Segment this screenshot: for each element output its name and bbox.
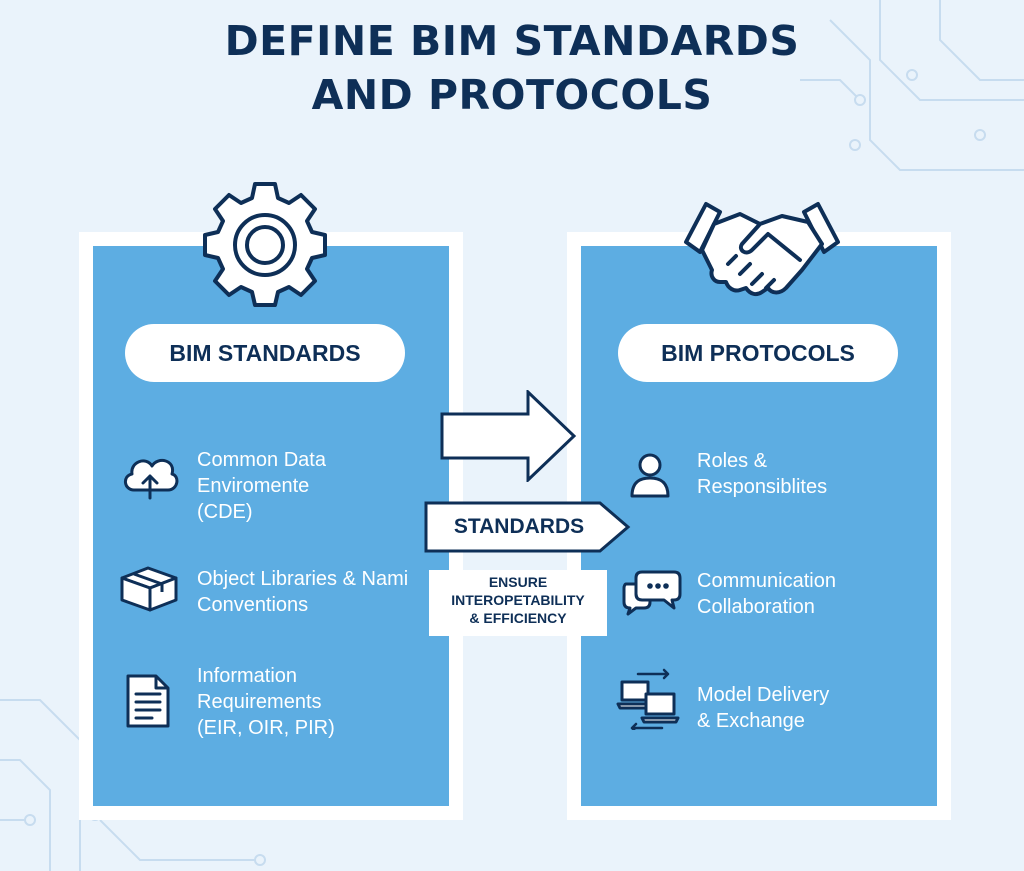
cde-line-1: Common Data	[197, 449, 326, 471]
standards-arrow-label: STANDARDS	[453, 515, 585, 538]
roles-line-2: Responsiblites	[697, 476, 828, 498]
information-requirements-item: Information Requirements (EIR, OIR, PIR)	[197, 663, 335, 741]
information-requirements-line-1: Information	[197, 665, 298, 687]
interoperability-note: ENSURE INTEROPETABILITY & EFFICIENCY	[429, 570, 607, 636]
title-line-1: DEFINE BIM STANDARDS	[224, 17, 800, 65]
page-title: DEFINE BIM STANDARDS AND PROTOCOLS	[0, 14, 1024, 122]
information-requirements-line-2: Requirements	[197, 691, 322, 713]
note-line-2: INTEROPETABILITY	[451, 592, 585, 608]
model-delivery-line-1: Model Delivery	[697, 684, 830, 706]
standards-arrow-shape	[424, 501, 631, 553]
object-libraries-item: Object Libraries & Nami Conventions	[197, 566, 408, 618]
laptops-exchange-icon	[616, 668, 680, 730]
bim-standards-heading: BIM STANDARDS	[125, 324, 405, 382]
communication-item: Communication Collaboration	[697, 568, 836, 620]
cloud-upload-icon	[124, 458, 179, 500]
roles-item: Roles & Responsiblites	[697, 448, 827, 500]
object-libraries-line-1: Object Libraries & Nami	[197, 568, 409, 590]
bim-protocols-heading: BIM PROTOCOLS	[618, 324, 898, 382]
box-icon	[120, 566, 178, 612]
handshake-icon	[684, 202, 840, 297]
big-arrow-icon	[440, 390, 577, 482]
communication-line-2: Collaboration	[697, 596, 815, 618]
cde-item: Common Data Enviromente (CDE)	[197, 447, 326, 525]
person-icon	[630, 453, 670, 498]
object-libraries-line-2: Conventions	[197, 594, 309, 616]
model-delivery-item: Model Delivery & Exchange	[697, 682, 829, 734]
title-line-2: AND PROTOCOLS	[311, 71, 713, 119]
note-line-1: ENSURE	[488, 574, 548, 590]
cde-line-2: Enviromente	[197, 475, 310, 497]
note-line-3: & EFFICIENCY	[469, 610, 567, 626]
cde-line-3: (CDE)	[197, 501, 253, 523]
document-icon	[126, 674, 170, 728]
communication-line-1: Communication	[697, 570, 836, 592]
information-requirements-line-3: (EIR, OIR, PIR)	[197, 717, 335, 739]
roles-line-1: Roles &	[697, 450, 768, 472]
gear-icon	[203, 182, 327, 307]
model-delivery-line-2: & Exchange	[697, 710, 805, 732]
chat-bubbles-icon	[622, 570, 682, 616]
